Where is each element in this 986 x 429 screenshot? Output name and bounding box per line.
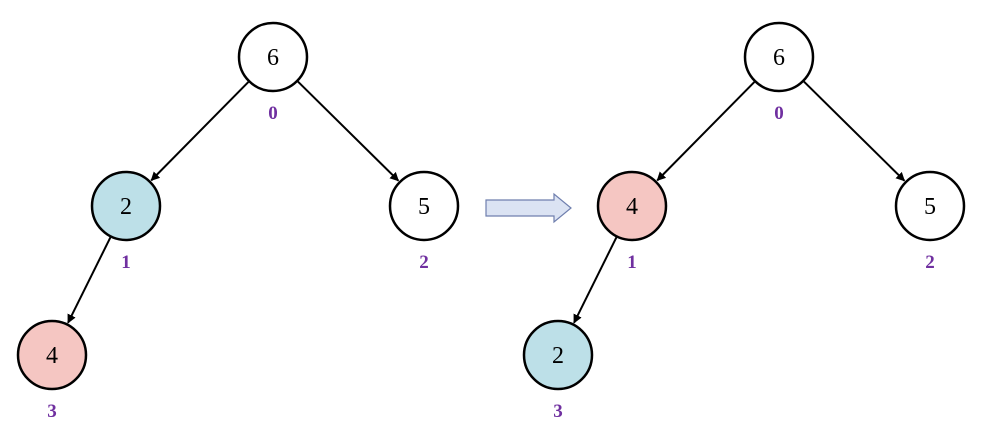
node-value: 6 [773,45,785,71]
edge-0-to-2 [803,80,906,182]
heap-node: 41 [596,170,668,273]
edge-0-to-1 [150,81,250,182]
node-index-label: 0 [774,103,784,124]
node-circle [388,170,460,242]
node-index-label: 1 [627,252,637,273]
edge-1-to-3 [67,236,112,324]
edge-0-to-2 [297,80,400,182]
node-index-label: 3 [47,401,57,422]
heap-node: 60 [743,21,815,124]
node-circle [16,319,88,391]
edge-1-to-3 [573,236,618,324]
heap-node: 52 [388,170,460,273]
node-index-label: 0 [268,103,278,124]
node-value: 2 [120,194,132,220]
node-value: 4 [46,343,58,369]
node-circle [894,170,966,242]
node-circle [522,319,594,391]
node-value: 4 [626,194,638,220]
node-circle [90,170,162,242]
heap-node: 60 [237,21,309,124]
node-value: 2 [552,343,564,369]
edge-0-to-1 [656,81,756,182]
node-circle [743,21,815,93]
node-value: 5 [418,194,430,220]
node-index-label: 1 [121,252,131,273]
heap-node: 23 [522,319,594,422]
heap-node: 21 [90,170,162,273]
node-value: 6 [267,45,279,71]
node-value: 5 [924,194,936,220]
node-index-label: 2 [925,252,935,273]
node-index-label: 3 [553,401,563,422]
right-arrow-icon [485,192,572,224]
node-circle [237,21,309,93]
node-circle [596,170,668,242]
heap-node: 43 [16,319,88,422]
heap-node: 52 [894,170,966,273]
node-index-label: 2 [419,252,429,273]
